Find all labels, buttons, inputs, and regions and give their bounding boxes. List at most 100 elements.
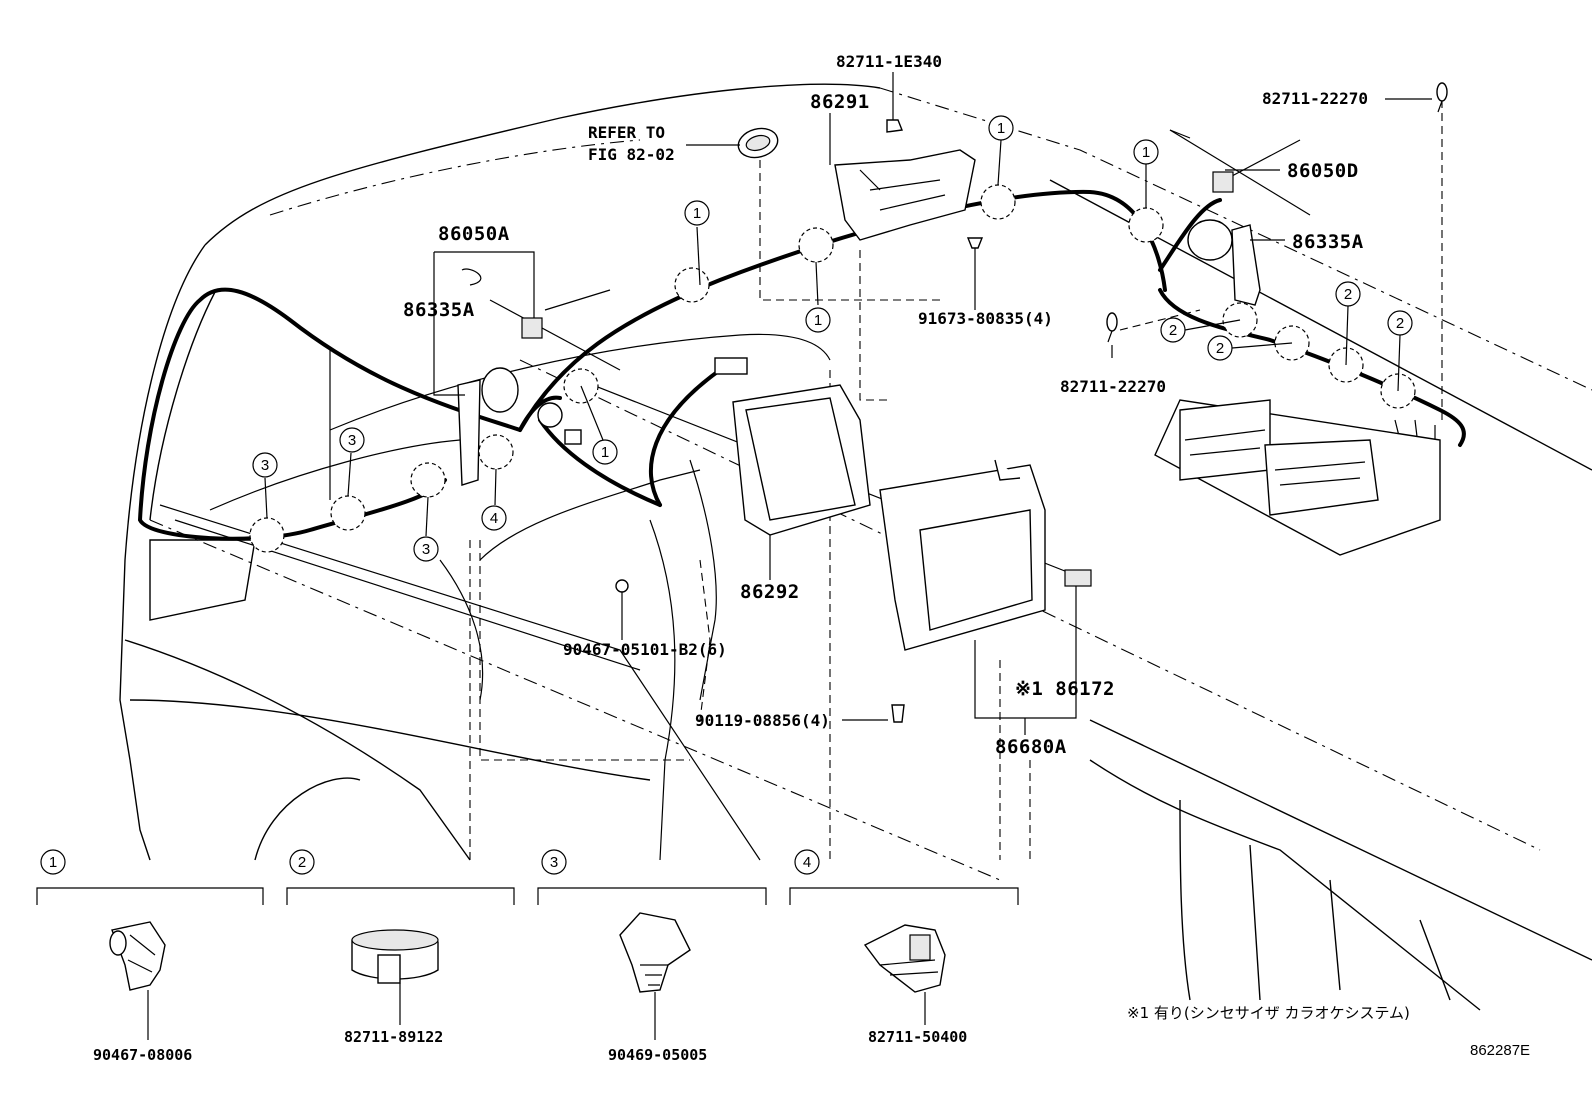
svg-text:1: 1 xyxy=(814,312,822,329)
bolt-90119 xyxy=(891,704,905,723)
roof-line xyxy=(204,83,881,246)
door-frame xyxy=(439,559,484,701)
cable-left-pillar xyxy=(137,287,522,541)
callout-1: 1 xyxy=(1133,139,1159,165)
body-dash-long-2 xyxy=(149,519,1001,881)
marker-dashed xyxy=(674,267,710,303)
svg-text:3: 3 xyxy=(348,432,356,449)
rear-body-3 xyxy=(1179,799,1191,1001)
svg-text:3: 3 xyxy=(261,457,269,474)
parts xyxy=(457,82,1448,723)
dash-vert-3 xyxy=(859,250,890,401)
svg-text:2: 2 xyxy=(1344,286,1352,303)
callout-4: 4 xyxy=(481,505,507,531)
callout-1: 1 xyxy=(592,439,618,465)
door-curve xyxy=(124,639,471,861)
bracket-86292 xyxy=(732,384,871,536)
marker-dashed xyxy=(980,184,1016,220)
label-86050D: 86050D xyxy=(1287,160,1359,182)
cable-antenna-right xyxy=(1158,198,1222,272)
callout-2: 2 xyxy=(1207,335,1233,361)
cable-front xyxy=(518,395,562,432)
console-2 xyxy=(649,519,676,861)
callout-1: 1 xyxy=(988,115,1014,141)
monitor-86172 xyxy=(879,459,1092,651)
callout-1: 1 xyxy=(684,200,710,226)
rear-window xyxy=(1249,844,1451,1001)
side-window xyxy=(149,539,256,621)
label-refer-line2: FIG 82-02 xyxy=(588,145,675,164)
label-82711-22270-mid: 82711-22270 xyxy=(1060,377,1166,396)
marker-dashed xyxy=(330,495,366,531)
marker-dashed xyxy=(478,434,514,470)
bolt-91673 xyxy=(966,237,984,262)
callout-2: 2 xyxy=(1160,317,1186,343)
bolt-90467-B2 xyxy=(615,579,629,602)
figure-id: 862287E xyxy=(1470,1042,1530,1059)
clip-82711-50400-icon xyxy=(863,924,946,993)
legend-item-1: 1 90467-08006 xyxy=(36,849,264,1064)
label-86335A-left: 86335A xyxy=(403,299,475,321)
dash-vert-1 xyxy=(759,160,940,301)
cable-clip-markers xyxy=(249,184,1416,553)
clip-90467-08006-icon xyxy=(109,921,166,991)
marker-dashed xyxy=(1128,207,1164,243)
label-90119: 90119-08856(4) xyxy=(695,711,830,730)
clip-82711-89122-icon xyxy=(351,929,439,984)
svg-text:2: 2 xyxy=(1216,340,1224,357)
callout-3: 3 xyxy=(252,452,278,478)
dash-lower xyxy=(479,469,701,561)
roof-rear-line xyxy=(879,87,1592,391)
rear-body-1 xyxy=(1089,719,1592,961)
legend-part-2: 82711-89122 xyxy=(344,1028,443,1046)
antenna-86050A xyxy=(461,268,621,371)
callout-2: 2 xyxy=(1335,281,1361,307)
clip-90469-05005-icon xyxy=(619,912,691,993)
svg-text:3: 3 xyxy=(422,541,430,558)
clip-82711-22270-top xyxy=(1436,82,1448,113)
console xyxy=(689,459,717,701)
legend-part-3: 90469-05005 xyxy=(608,1046,707,1064)
head-unit xyxy=(1154,399,1441,556)
clip-82711-22270-mid xyxy=(1106,312,1118,343)
legend-part-4: 82711-50400 xyxy=(868,1028,967,1046)
marker-dashed xyxy=(410,462,446,498)
antenna-86050D xyxy=(1169,129,1311,216)
svg-text:1: 1 xyxy=(601,444,609,461)
windshield-frame xyxy=(119,244,206,761)
svg-text:1: 1 xyxy=(997,120,1005,137)
legend-item-4: 4 82711-50400 xyxy=(789,849,1019,1046)
vehicle-body xyxy=(119,83,1592,1011)
label-86172: ※1 86172 xyxy=(1015,678,1115,700)
legend-panels: 1 90467-08006 2 82711-89122 xyxy=(36,849,1019,1064)
callout-circles: 1 1 1 1 1 2 2 2 2 3 3 3 4 xyxy=(252,115,1413,562)
svg-text:1: 1 xyxy=(49,854,57,871)
callout-3: 3 xyxy=(413,536,439,562)
grommet-dash xyxy=(537,402,563,428)
label-86680A: 86680A xyxy=(995,736,1067,758)
mount-86335A-left xyxy=(457,367,519,486)
bracket-86291 xyxy=(834,149,976,241)
leader-lines xyxy=(264,72,1432,735)
svg-text:2: 2 xyxy=(1169,322,1177,339)
label-refer-line1: REFER TO xyxy=(588,123,665,142)
windshield-inner xyxy=(149,291,216,521)
wheel-arch xyxy=(254,777,361,861)
svg-text:2: 2 xyxy=(1396,315,1404,332)
marker-dashed xyxy=(798,227,834,263)
front-side xyxy=(129,759,151,861)
mount-86335A-right xyxy=(1187,219,1261,306)
sill-line xyxy=(129,699,651,781)
label-86335A-right: 86335A xyxy=(1292,231,1364,253)
marker-dashed xyxy=(249,517,285,553)
connector-box-1 xyxy=(714,357,748,375)
legend-item-3: 3 90469-05005 xyxy=(537,849,767,1064)
legend-part-1: 90467-08006 xyxy=(93,1046,192,1064)
belt-line-2 xyxy=(174,519,641,671)
svg-text:2: 2 xyxy=(298,854,306,871)
label-91673: 91673-80835(4) xyxy=(918,309,1053,328)
svg-text:4: 4 xyxy=(803,854,811,871)
cable-console xyxy=(648,368,722,507)
callout-1: 1 xyxy=(805,307,831,333)
